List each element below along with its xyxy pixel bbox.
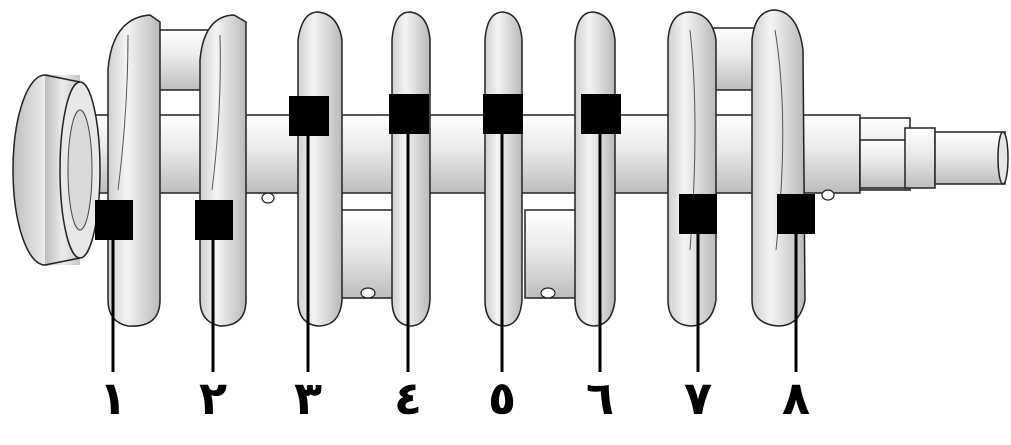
marker-8 [777, 194, 815, 372]
marker-1 [95, 200, 133, 372]
marker-label-3: ٣ [293, 371, 323, 425]
marker-5 [483, 94, 523, 372]
marker-label-1: ١ [98, 371, 128, 425]
marker-label-2: ٢ [198, 371, 228, 425]
marker-6 [581, 94, 621, 372]
marker-4 [389, 94, 429, 372]
marker-label-8: ٨ [781, 371, 811, 425]
marker-3 [289, 96, 329, 372]
marker-label-6: ٦ [585, 371, 615, 425]
marker-label-7: ٧ [683, 371, 713, 425]
markers [95, 94, 815, 372]
marker-label-4: ٤ [393, 371, 423, 425]
flange [12, 74, 101, 266]
snout [859, 127, 1009, 189]
marker-7 [679, 194, 717, 372]
marker-label-5: ٥ [487, 371, 517, 425]
marker-2 [195, 200, 233, 372]
